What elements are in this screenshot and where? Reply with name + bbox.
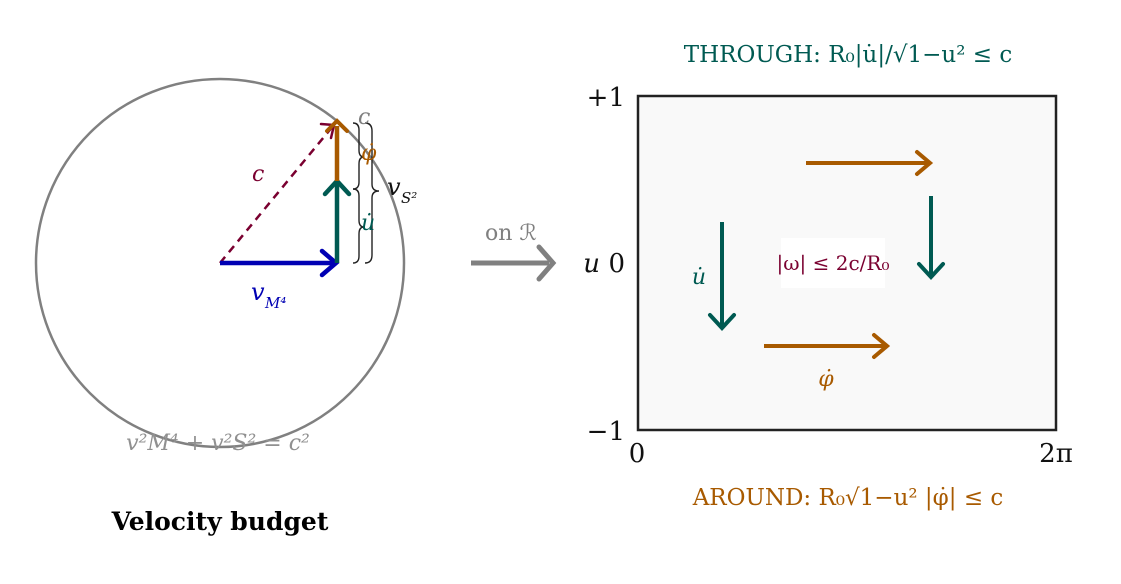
v-s2-subscript: S² (401, 189, 417, 207)
through-constraint: THROUGH: R₀|u̇|/√1−u² ≤ c (684, 42, 1012, 68)
x-tick-right: 2π (1039, 439, 1073, 469)
u-dot-box-label: u̇ (692, 265, 706, 290)
connector-arrowhead (536, 244, 557, 282)
v-s2-main: v (387, 173, 401, 201)
around-arrow-top-head (915, 150, 934, 176)
omega-label-background (781, 238, 885, 288)
y-tick-middle: 0 (608, 249, 625, 279)
connector-label: on ℛ (485, 221, 537, 246)
v-m4-main: v (251, 278, 265, 306)
through-arrow-left-head (708, 313, 736, 331)
u-dot-brace (352, 188, 365, 264)
c-diagonal-label: c (252, 162, 264, 187)
v-m4-label: v M⁴ (251, 278, 286, 312)
phi-dot-brace (352, 122, 365, 190)
phi-dot-label: φ̇ (361, 141, 377, 166)
phase-space-panel: THROUGH: R₀|u̇|/√1−u² ≤ c +1 u 0 −1 0 2π… (583, 42, 1073, 511)
v-s2-label: v S² (387, 173, 417, 207)
around-constraint: AROUND: R₀√1−u² |φ̇| ≤ c (692, 485, 1004, 511)
omega-bound-label: |ω| ≤ 2c/R₀ (777, 251, 890, 276)
c-vector-dashed (219, 125, 334, 264)
u-dot-label: u̇ (361, 211, 375, 236)
y-tick-top: +1 (587, 83, 625, 113)
phi-dot-box-label: φ̇ (818, 367, 834, 392)
y-axis-label: u (583, 249, 600, 279)
v-m4-subscript: M⁴ (264, 294, 286, 312)
v-s2-brace (364, 122, 380, 264)
through-arrow-right-head (917, 262, 945, 280)
phi-dot-arrowhead (325, 118, 349, 133)
y-tick-bottom: −1 (587, 417, 625, 447)
velocity-identity: v²M⁴ + v²S² = c² (126, 431, 310, 456)
velocity-budget-caption: Velocity budget (111, 507, 329, 536)
x-tick-left: 0 (629, 439, 646, 469)
velocity-budget-panel: c φ̇ u̇ v S² c v M⁴ v²M⁴ + v²S² = c² Vel… (34, 77, 417, 536)
around-arrow-bottom-head (872, 333, 891, 359)
c-top-label: c (358, 105, 370, 130)
connector-arrow-group: on ℛ (471, 221, 557, 282)
velocity-circle (34, 77, 406, 449)
